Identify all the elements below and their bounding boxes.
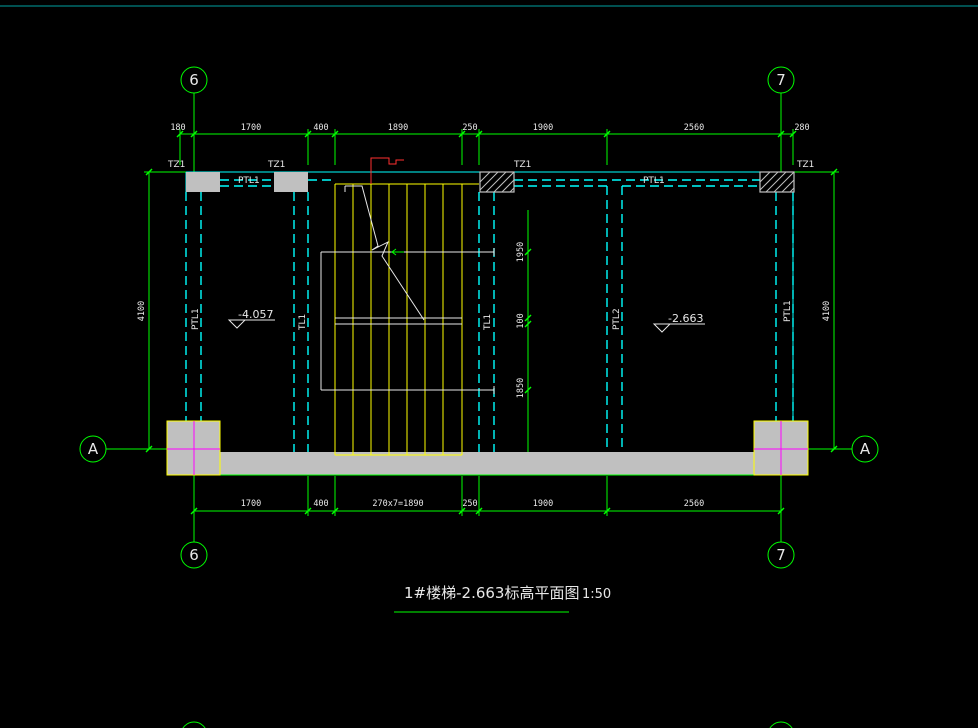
label-tz1: TZ1 — [267, 160, 285, 170]
dim-text: 250 — [462, 499, 477, 509]
dim-text: 250 — [462, 123, 477, 133]
dim-text: 400 — [313, 123, 328, 133]
svg-text:4100: 4100 — [822, 301, 832, 321]
grid-bubble-7-bottom: 7 — [767, 541, 795, 569]
label-tz1: TZ1 — [796, 160, 814, 170]
slab-strip — [194, 452, 781, 475]
svg-text:A: A — [860, 440, 871, 458]
circle-icon — [182, 721, 206, 728]
label-tz1: TZ1 — [167, 160, 185, 170]
svg-text:-2.663: -2.663 — [668, 312, 703, 325]
dim-text: 2560 — [684, 499, 704, 509]
column-tz1-hatched-1 — [479, 171, 515, 193]
column-bottom-right — [753, 420, 809, 476]
column-tz1-hatched-2 — [759, 171, 795, 193]
dimension-left: 4100 — [137, 168, 186, 453]
column-bottom-left — [166, 420, 221, 476]
dim-text: 180 — [170, 123, 185, 133]
svg-text:100: 100 — [516, 313, 526, 328]
title-text: 1#楼梯-2.663标高平面图 — [404, 584, 579, 602]
label-tl1-vertical: TL1 — [298, 314, 308, 331]
svg-text:6: 6 — [189, 546, 199, 564]
label-tl1-vertical: TL1 — [483, 314, 493, 331]
grid-bubble-6-bottom: 6 — [180, 541, 208, 569]
label-ptl2-vertical: PTL2 — [612, 308, 622, 330]
svg-text:A: A — [88, 440, 99, 458]
svg-text:-4.057: -4.057 — [238, 308, 273, 321]
dimension-chain-bottom: 1700 400 270x7=1890 250 1900 2560 — [190, 476, 785, 516]
grid-bubble-6-top: 6 — [180, 66, 208, 94]
stair-flight — [320, 157, 495, 456]
beam-outline-lines — [185, 171, 794, 421]
triangle-icon — [227, 319, 247, 329]
grid-bubble-a-left: A — [79, 435, 107, 463]
label-ptl1-vertical: PTL1 — [783, 300, 793, 322]
svg-text:7: 7 — [776, 71, 786, 89]
dim-text: 270x7=1890 — [372, 499, 423, 509]
dim-text: 1900 — [533, 123, 553, 133]
scale-text: 1:50 — [582, 587, 611, 602]
dim-text: 1890 — [388, 123, 408, 133]
dimension-right: 4100 — [794, 168, 839, 453]
dimension-stair-vertical: 1950 100 1850 — [516, 210, 532, 452]
label-ptl1: PTL1 — [238, 176, 260, 186]
break-mark — [370, 157, 404, 184]
grid-bubble-a-right: A — [851, 435, 879, 463]
elevation-marker-right: -2.663 — [652, 312, 705, 333]
dim-text: 280 — [794, 123, 809, 133]
svg-text:7: 7 — [776, 546, 786, 564]
circle-icon — [769, 721, 793, 728]
drawing-title: 1#楼梯-2.663标高平面图 1:50 — [394, 584, 611, 613]
dimension-chain-top: 180 1700 400 1890 250 1900 2560 280 — [170, 123, 810, 165]
column-tz1-mid-top — [274, 172, 308, 192]
elevation-marker-left: -4.057 — [227, 308, 275, 329]
grid-bubble-7-top: 7 — [767, 66, 795, 94]
member-labels: TZ1 TZ1 TZ1 TZ1 PTL1 PTL1 PTL1 TL1 TL1 P… — [167, 160, 814, 331]
label-ptl1-vertical: PTL1 — [191, 308, 201, 330]
column-tz1-left-top — [186, 172, 220, 192]
svg-text:4100: 4100 — [137, 301, 147, 321]
dim-text: 400 — [313, 499, 328, 509]
dim-text: 2560 — [684, 123, 704, 133]
label-tz1: TZ1 — [513, 160, 531, 170]
dim-text: 1700 — [241, 123, 261, 133]
triangle-icon — [652, 323, 672, 333]
svg-text:1950: 1950 — [516, 242, 526, 262]
svg-text:6: 6 — [189, 71, 199, 89]
dim-text: 1900 — [533, 499, 553, 509]
dim-text: 1700 — [241, 499, 261, 509]
label-ptl1: PTL1 — [643, 176, 665, 186]
svg-text:1850: 1850 — [516, 378, 526, 398]
